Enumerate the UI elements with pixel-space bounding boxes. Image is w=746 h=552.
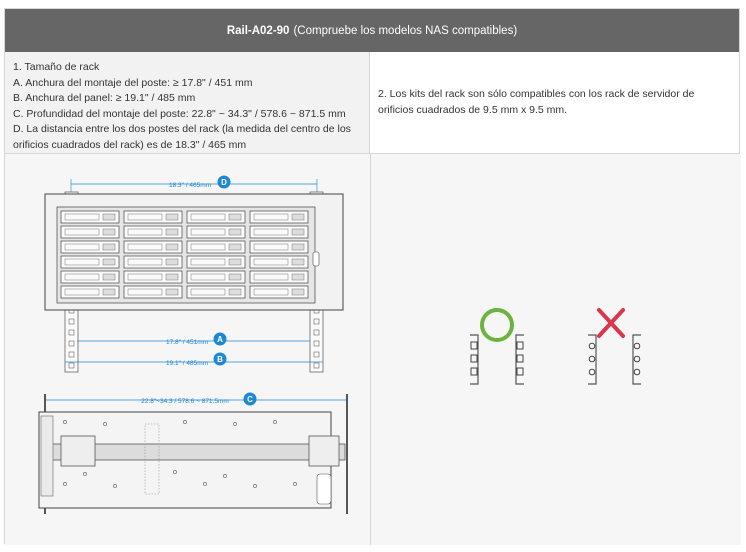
badge-a: A	[217, 335, 223, 344]
compatibility-table: Rail-A02-90 (Compruebe los modelos NAS c…	[4, 8, 741, 545]
round-hole-rack-bad	[588, 308, 641, 385]
nas-chassis	[44, 193, 344, 311]
compat-note-cell: 2. Los kits del rack son sólo compatible…	[370, 52, 739, 153]
badge-b: B	[217, 355, 223, 364]
hole-compat-svg	[470, 308, 641, 385]
model-note: (Compruebe los modelos NAS compatibles)	[293, 24, 518, 37]
badge-d: D	[221, 178, 227, 187]
rack-size-cell: 1. Tamaño de rack A. Anchura del montaje…	[5, 52, 370, 153]
rack-diagram: 18.3" / 465mm D	[5, 154, 371, 545]
compat-note: 2. Los kits del rack son sólo compatible…	[378, 88, 695, 116]
rack-size-title: 1. Tamaño de rack	[13, 61, 100, 73]
table-header: Rail-A02-90 (Compruebe los modelos NAS c…	[5, 9, 739, 52]
dim-b: 19.1" / 485mm B	[65, 352, 323, 367]
dim-d-label: 18.3" / 465mm	[169, 182, 211, 189]
spec-c: C. Profundidad del montaje del poste: 22…	[13, 107, 346, 120]
dim-b-label: 19.1" / 485mm	[166, 360, 208, 367]
hole-compat-diagram	[371, 154, 741, 545]
image-row: 18.3" / 465mm D	[5, 154, 741, 545]
dim-c-label: 22.8"~34.3 / 578.6 ~ 871.5mm	[141, 398, 229, 405]
ok-circle-icon	[480, 308, 514, 342]
spec-b: B. Anchura del panel: ≥ 19.1" / 485 mm	[13, 92, 196, 104]
side-view	[38, 411, 346, 509]
dim-a-label: 17.8" / 451mm	[166, 339, 208, 346]
square-hole-rack-ok	[470, 308, 524, 385]
spec-a: A. Anchura del montaje del poste: ≥ 17.8…	[13, 76, 253, 89]
rack-diagram-svg: 18.3" / 465mm D	[38, 175, 348, 514]
cross-icon	[597, 308, 625, 338]
model-name: Rail-A02-90	[226, 24, 290, 37]
badge-d-circle	[217, 175, 231, 189]
dim-a: 17.8" / 451mm A	[77, 332, 310, 346]
spec-row: 1. Tamaño de rack A. Anchura del montaje…	[5, 52, 739, 154]
spec-d: D. La distancia entre los dos postes del…	[13, 123, 351, 151]
badge-c: C	[247, 395, 253, 404]
dim-d: 18.3" / 465mm D	[70, 175, 318, 204]
